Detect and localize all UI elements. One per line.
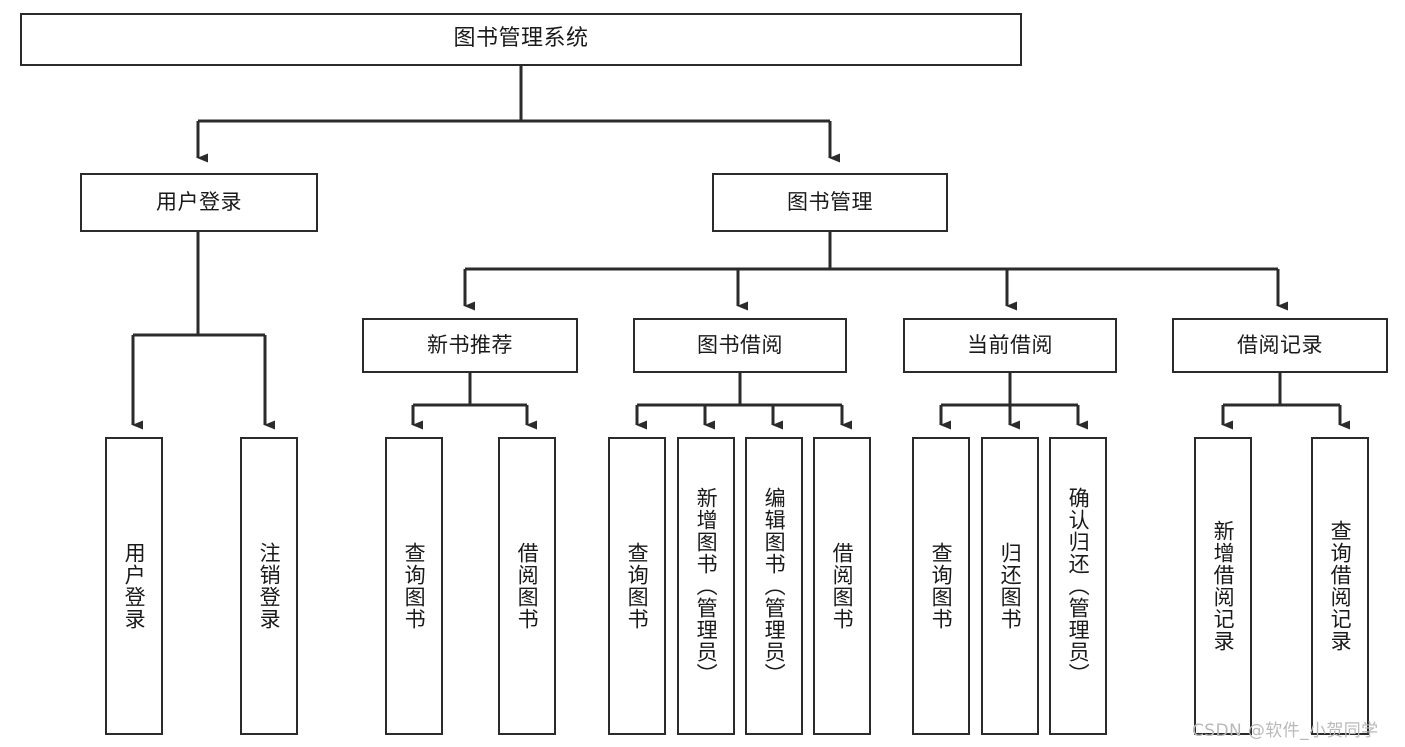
node-user-login[interactable]: 用户登录 bbox=[80, 173, 318, 232]
node-leaf-recommend-borrow-book-label: 借阅图书 bbox=[515, 542, 540, 630]
node-leaf-borrow-add-book[interactable]: 新增图书（管理员） bbox=[677, 437, 735, 735]
node-leaf-logout[interactable]: 注销登录 bbox=[240, 437, 298, 735]
node-book-manage[interactable]: 图书管理 bbox=[712, 173, 948, 232]
node-leaf-logout-label: 注销登录 bbox=[257, 542, 282, 630]
node-leaf-current-query-book-label: 查询图书 bbox=[929, 542, 954, 630]
node-leaf-borrow-query-book[interactable]: 查询图书 bbox=[608, 437, 666, 735]
node-leaf-recommend-query-book-label: 查询图书 bbox=[402, 542, 427, 630]
node-leaf-user-login[interactable]: 用户登录 bbox=[105, 437, 163, 735]
node-leaf-recommend-borrow-book[interactable]: 借阅图书 bbox=[498, 437, 556, 735]
node-leaf-record-query-label: 查询借阅记录 bbox=[1328, 520, 1353, 652]
node-book-borrow[interactable]: 图书借阅 bbox=[633, 318, 847, 373]
node-borrow-record[interactable]: 借阅记录 bbox=[1172, 318, 1388, 373]
node-leaf-borrow-borrow-book-label: 借阅图书 bbox=[830, 542, 855, 630]
node-new-book-recommend-label: 新书推荐 bbox=[427, 332, 513, 357]
node-leaf-record-add[interactable]: 新增借阅记录 bbox=[1194, 437, 1252, 735]
node-leaf-user-login-label: 用户登录 bbox=[122, 542, 147, 630]
node-leaf-borrow-add-book-label: 新增图书（管理员） bbox=[694, 487, 719, 685]
node-leaf-current-return-book[interactable]: 归还图书 bbox=[981, 437, 1039, 735]
node-leaf-recommend-query-book[interactable]: 查询图书 bbox=[385, 437, 443, 735]
node-current-borrow-label: 当前借阅 bbox=[967, 332, 1053, 357]
node-leaf-current-confirm-return-label: 确认归还（管理员） bbox=[1066, 487, 1091, 685]
node-leaf-borrow-borrow-book[interactable]: 借阅图书 bbox=[813, 437, 871, 735]
node-user-login-label: 用户登录 bbox=[156, 189, 242, 214]
node-leaf-record-query[interactable]: 查询借阅记录 bbox=[1311, 437, 1369, 735]
node-leaf-current-query-book[interactable]: 查询图书 bbox=[912, 437, 970, 735]
node-root[interactable]: 图书管理系统 bbox=[20, 13, 1022, 66]
node-leaf-current-return-book-label: 归还图书 bbox=[998, 542, 1023, 630]
node-book-borrow-label: 图书借阅 bbox=[697, 332, 783, 357]
node-borrow-record-label: 借阅记录 bbox=[1237, 332, 1323, 357]
node-current-borrow[interactable]: 当前借阅 bbox=[903, 318, 1117, 373]
node-leaf-borrow-edit-book[interactable]: 编辑图书（管理员） bbox=[745, 437, 803, 735]
node-leaf-current-confirm-return[interactable]: 确认归还（管理员） bbox=[1049, 437, 1107, 735]
node-leaf-record-add-label: 新增借阅记录 bbox=[1211, 520, 1236, 652]
node-book-manage-label: 图书管理 bbox=[787, 189, 873, 214]
node-new-book-recommend[interactable]: 新书推荐 bbox=[362, 318, 578, 373]
node-leaf-borrow-query-book-label: 查询图书 bbox=[625, 542, 650, 630]
node-root-label: 图书管理系统 bbox=[453, 26, 589, 52]
node-leaf-borrow-edit-book-label: 编辑图书（管理员） bbox=[762, 487, 787, 685]
